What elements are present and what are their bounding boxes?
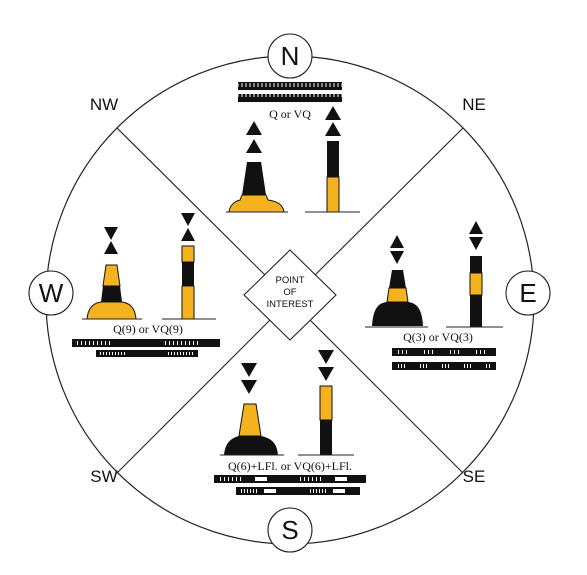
north-buoy-topmark-lower-icon <box>246 139 262 153</box>
east-buoy-body <box>372 302 423 326</box>
center-label-1: POINT <box>275 275 304 286</box>
divider-ne <box>307 127 464 283</box>
west-spar-topmark-upper-icon <box>181 213 195 226</box>
north-spar-topmark-lower-icon <box>325 122 341 136</box>
compass-west: W <box>28 270 74 316</box>
east-spar-band <box>469 272 483 296</box>
center-diamond <box>243 249 337 341</box>
south-light-rhythm-vq <box>236 487 360 495</box>
divider-nw <box>116 127 273 283</box>
south-characteristic: Q(6)+LFl. or VQ(6)+LFl. <box>228 459 352 473</box>
west-light-rhythm-q <box>72 339 220 347</box>
west-buoy-topmark-upper-icon <box>104 227 118 240</box>
south-spar-topmark-lower-icon <box>318 367 334 381</box>
west-quadrant: Q(9) or VQ(9) <box>72 213 220 357</box>
east-buoy-topmark-lower-icon <box>390 251 404 264</box>
west-spar-topmark-lower-icon <box>181 228 195 241</box>
south-buoy-topmark-lower-icon <box>241 380 257 394</box>
east-buoy-band <box>386 287 409 303</box>
north-spar-black <box>327 141 339 177</box>
north-label: N <box>281 41 300 71</box>
west-spar-band <box>182 262 194 286</box>
east-characteristic: Q(3) or VQ(3) <box>403 330 473 344</box>
south-label: S <box>281 515 298 545</box>
east-light-rhythm-vq <box>392 362 496 370</box>
north-light-rhythm-q <box>238 82 342 90</box>
east-buoy-topmark-upper-icon <box>390 235 404 248</box>
east-spar-topmark-lower-icon <box>469 237 483 250</box>
compass-north: N <box>267 33 313 79</box>
south-spar-black <box>320 420 332 455</box>
west-buoy-body <box>86 301 137 320</box>
west-buoy-topmark-lower-icon <box>104 241 118 254</box>
west-label: W <box>39 278 64 308</box>
north-spar-yellow <box>326 176 340 213</box>
center-label-3: INTEREST <box>267 299 314 310</box>
divider-sw <box>116 317 273 474</box>
east-light-rhythm-q <box>392 348 496 356</box>
divider-se <box>307 317 464 474</box>
north-quadrant: Q or VQ <box>226 82 360 213</box>
south-light-rhythm-q <box>214 475 366 483</box>
nw-label: NW <box>90 95 118 114</box>
west-buoy-band <box>101 286 122 302</box>
west-characteristic: Q(9) or VQ(9) <box>113 322 183 336</box>
east-quadrant: Q(3) or VQ(3) <box>365 221 503 370</box>
east-label: E <box>519 278 536 308</box>
south-buoy-body-bottom <box>224 436 278 455</box>
south-quadrant: Q(6)+LFl. or VQ(6)+LFl. <box>214 350 366 495</box>
north-buoy-body-bottom <box>228 194 285 213</box>
south-buoy-topmark-upper-icon <box>241 363 257 377</box>
sw-label: SW <box>90 467 117 486</box>
se-label: SE <box>463 467 486 486</box>
south-buoy-body-top <box>238 403 262 437</box>
center-label-2: OF <box>283 287 296 298</box>
west-light-rhythm-vq <box>96 350 198 357</box>
compass-east: E <box>505 270 551 316</box>
compass-south: S <box>267 507 313 553</box>
ne-label: NE <box>462 95 486 114</box>
north-spar-topmark-upper-icon <box>325 106 341 120</box>
north-buoy-topmark-upper-icon <box>246 121 262 135</box>
east-spar-topmark-upper-icon <box>469 221 483 234</box>
south-spar-yellow <box>319 385 333 421</box>
north-characteristic: Q or VQ <box>269 107 311 121</box>
south-spar-topmark-upper-icon <box>318 350 334 364</box>
north-light-rhythm-vq <box>238 94 342 102</box>
